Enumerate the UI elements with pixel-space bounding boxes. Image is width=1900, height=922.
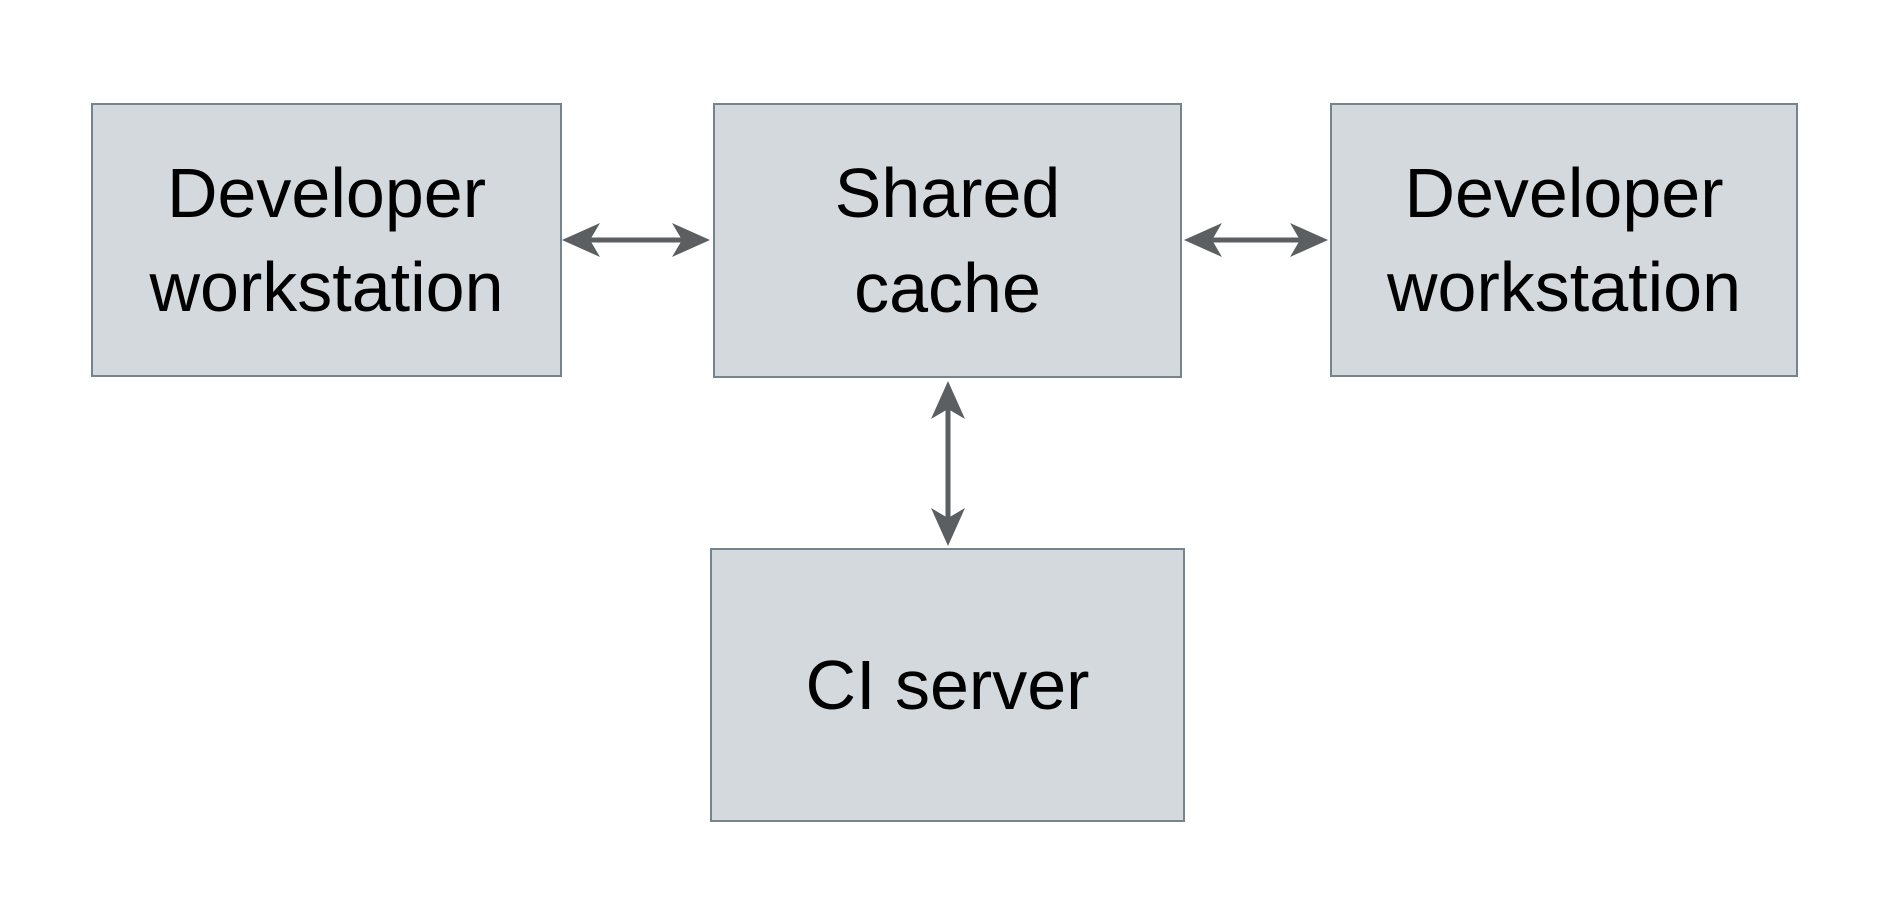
node-label-line: Shared <box>834 154 1061 232</box>
node-ci-server: CI server <box>710 548 1185 822</box>
edge-devleft-sharedcache <box>562 223 710 257</box>
arrowhead-right-icon <box>672 223 710 257</box>
node-developer-workstation-right: Developer workstation <box>1330 103 1798 377</box>
node-developer-workstation-left: Developer workstation <box>91 103 562 377</box>
arrowhead-left-icon <box>1184 223 1222 257</box>
node-label-line: Developer <box>1404 153 1724 232</box>
node-label: CI server <box>806 638 1090 733</box>
edge-sharedcache-ciserver <box>931 381 965 546</box>
node-label-line: workstation <box>149 248 504 326</box>
node-label: Shared cache <box>835 146 1061 335</box>
arrowhead-up-icon <box>931 381 965 419</box>
node-label-line: workstation <box>1386 248 1742 326</box>
edge-sharedcache-devright <box>1184 223 1328 257</box>
arrowhead-down-icon <box>931 508 965 546</box>
arrowhead-left-icon <box>562 223 600 257</box>
node-shared-cache: Shared cache <box>713 103 1182 378</box>
node-label-line: Developer <box>166 153 487 232</box>
node-label: Developer workstation <box>149 146 503 335</box>
node-label-line: cache <box>854 248 1041 327</box>
arrowhead-right-icon <box>1290 223 1328 257</box>
node-label: Developer workstation <box>1387 146 1741 335</box>
node-label-line: CI server <box>805 645 1090 724</box>
